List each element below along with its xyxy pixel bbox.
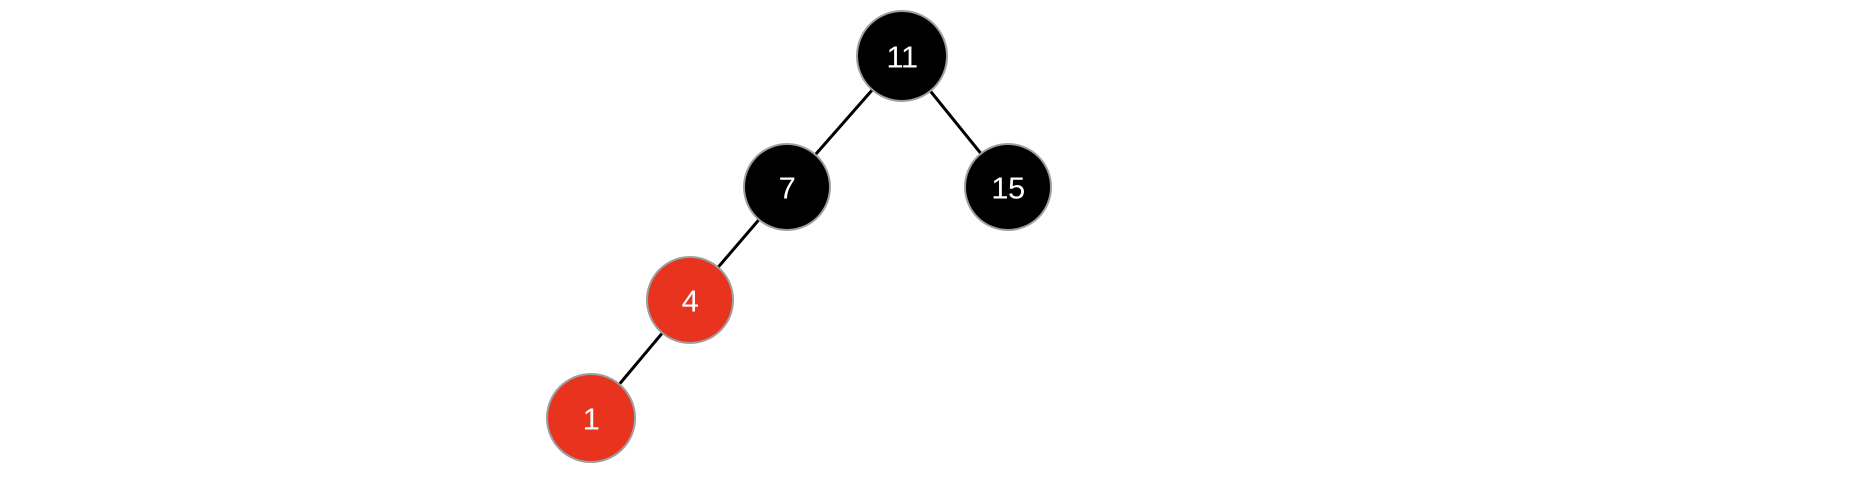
tree-node-label: 1 xyxy=(583,402,600,437)
tree-node[interactable]: 1 xyxy=(546,373,636,463)
tree-node-label: 11 xyxy=(886,40,917,75)
tree-node-circle[interactable] xyxy=(546,373,636,463)
tree-node-label: 4 xyxy=(682,284,699,319)
tree-node-circle[interactable] xyxy=(743,143,831,231)
tree-node[interactable]: 4 xyxy=(646,256,734,344)
tree-node[interactable]: 11 xyxy=(856,10,948,102)
tree-node[interactable]: 7 xyxy=(743,143,831,231)
tree-node-label: 7 xyxy=(779,171,796,206)
tree-node[interactable]: 15 xyxy=(964,143,1052,231)
tree-node-circle[interactable] xyxy=(646,256,734,344)
tree-node-circle[interactable] xyxy=(856,10,948,102)
tree-edges-group xyxy=(589,55,1010,419)
tree-node-circle[interactable] xyxy=(964,143,1052,231)
tree-node-label: 15 xyxy=(991,171,1024,206)
tree-nodes-group: 11 7 15 4 1 xyxy=(546,10,1052,463)
